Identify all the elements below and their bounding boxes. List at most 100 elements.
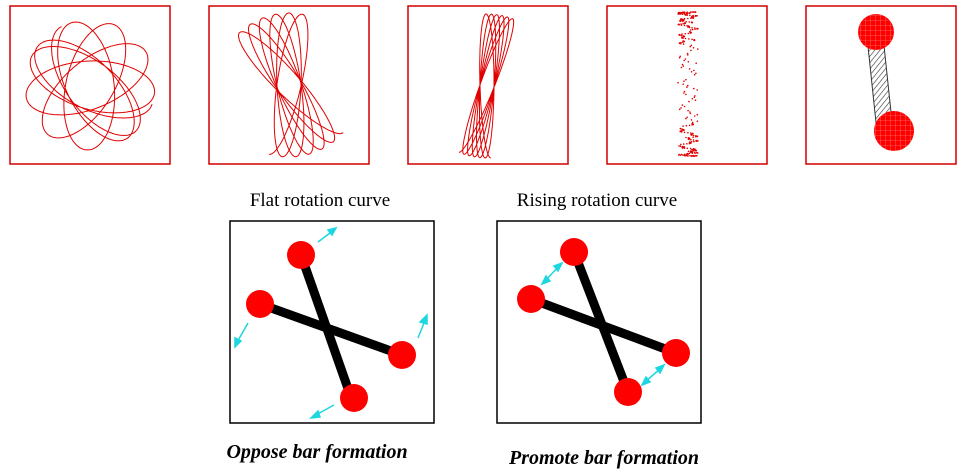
orbit-dot — [677, 154, 680, 156]
orbit-dot — [686, 24, 688, 27]
ball-top — [560, 238, 588, 266]
rosette-orbit — [25, 21, 156, 151]
orbit-dot — [681, 18, 683, 20]
orbit-dot — [691, 38, 693, 41]
orbit-dot — [692, 136, 694, 138]
orbit-dot — [694, 99, 697, 101]
orbit-dot — [685, 136, 687, 139]
panel-frame — [407, 5, 569, 165]
orbit-dot — [693, 96, 696, 99]
orbit-dot — [689, 112, 692, 115]
orbit-dot — [684, 33, 686, 35]
orbit-dot — [691, 121, 694, 124]
ball-right — [662, 339, 690, 367]
orbit-dot — [696, 135, 699, 137]
orbit-dot — [693, 140, 695, 143]
orbit-dot — [678, 145, 680, 147]
orbit-dot — [680, 34, 683, 37]
ball-top — [287, 241, 315, 269]
flat-rotation-caption: Flat rotation curve — [250, 190, 390, 211]
elongated-rosette-orbit — [238, 12, 344, 158]
orbit-dot — [686, 143, 688, 145]
dotted-orbit — [677, 11, 699, 157]
orbit-dot — [688, 21, 691, 23]
orbit-dot — [691, 27, 693, 29]
orbit-dot — [678, 42, 681, 45]
orbit-dot — [694, 95, 696, 97]
orbit-dot — [688, 152, 691, 155]
orbit-dot — [679, 18, 682, 20]
orbit-path — [458, 13, 515, 159]
orbit-dot — [696, 155, 698, 157]
orbit-dot — [696, 152, 698, 154]
orbit-dot — [689, 147, 692, 150]
orbit-dot — [687, 84, 689, 87]
orbit-dot — [679, 11, 681, 14]
orbit-dot — [687, 150, 690, 153]
orbit-dot — [690, 44, 693, 47]
orbit-dot — [689, 14, 691, 17]
orbit-dot — [690, 151, 692, 154]
orbit-dot — [692, 123, 695, 126]
orbit-dot — [687, 61, 690, 63]
orbit-dot — [696, 113, 699, 116]
orbit-dot — [684, 58, 687, 60]
orbit-dot — [687, 32, 690, 35]
orbit-dot — [696, 89, 698, 91]
orbit-dot — [690, 141, 693, 143]
orbit-dot — [682, 35, 685, 37]
orbit-dot — [679, 145, 682, 147]
orbit-dot — [689, 29, 692, 31]
panel-frame — [208, 5, 370, 165]
orbit-dot — [683, 105, 686, 108]
ball-bottom — [340, 384, 368, 412]
orbit-dot — [697, 48, 699, 50]
orbit-dot — [696, 15, 698, 17]
arrowhead — [308, 409, 322, 419]
orbit-dot — [680, 41, 682, 44]
rosette-orbit-panel — [9, 5, 171, 165]
orbit-dot — [678, 56, 681, 59]
orbit-dot — [689, 30, 691, 33]
orbit-dot — [682, 11, 684, 13]
elongated-rosette-panel — [208, 5, 370, 165]
orbit-dot — [678, 108, 681, 111]
orbit-dot — [687, 131, 689, 134]
orbit-dot — [683, 128, 685, 131]
orbit-dot — [694, 155, 697, 157]
dumbbell-rod — [867, 43, 893, 125]
orbit-dot — [680, 143, 682, 146]
panel-frame — [805, 5, 957, 165]
orbit-dot — [688, 142, 691, 145]
orbit-dot — [685, 20, 687, 23]
ball-bottom — [614, 378, 642, 406]
orbit-dot — [688, 26, 691, 29]
orbit-dot — [688, 124, 691, 127]
orbit-dot — [683, 80, 685, 82]
orbit-dot — [687, 54, 689, 56]
orbit-dot — [686, 52, 689, 55]
orbit-dot — [691, 152, 694, 155]
orbit-dot — [690, 132, 692, 134]
orbit-dot — [694, 149, 697, 152]
orbit-dot — [692, 134, 695, 137]
orbit-dot — [684, 14, 687, 16]
orbit-dot — [682, 125, 684, 127]
orbit-dot — [679, 55, 681, 58]
orbit-dot — [694, 27, 696, 29]
orbit-dot — [681, 63, 684, 66]
orbit-dot — [688, 38, 690, 40]
arrowhead — [640, 375, 652, 387]
orbit-dot — [690, 21, 693, 24]
orbit-dot — [685, 93, 687, 96]
dumbbell-ball-bottom — [874, 111, 914, 151]
orbit-dot — [679, 13, 681, 15]
orbit-dot — [683, 131, 686, 134]
orbit-dot — [681, 128, 684, 131]
orbit-dot — [679, 19, 682, 22]
orbit-dot — [681, 13, 684, 15]
narrow-loop-orbit — [458, 13, 515, 159]
orbit-dot — [689, 11, 692, 13]
bar-2 — [529, 294, 678, 358]
